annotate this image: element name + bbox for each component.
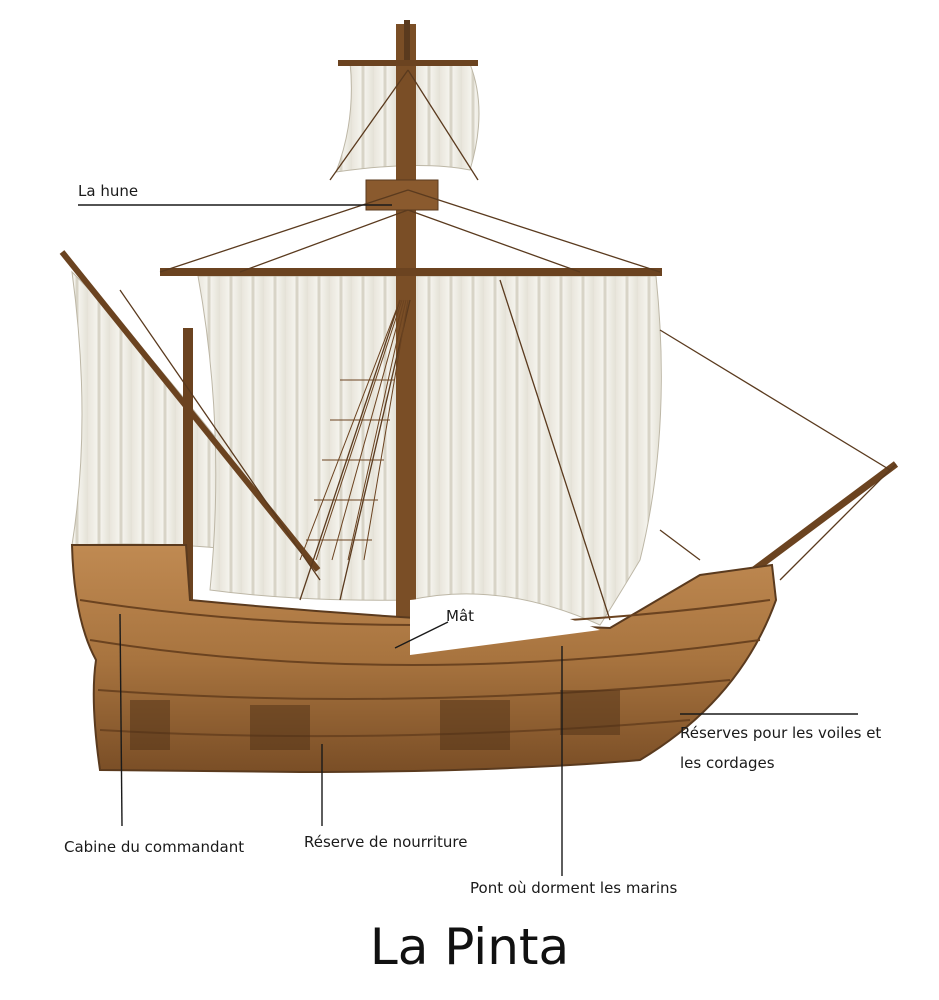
label-hune: La hune <box>78 182 139 200</box>
label-nourriture: Réserve de nourriture <box>304 833 468 851</box>
mizzen-mast <box>183 328 193 758</box>
page-title: La Pinta <box>369 918 570 976</box>
rigging <box>119 69 897 621</box>
leader-lines <box>78 204 858 876</box>
hull-interior <box>130 690 620 750</box>
label-reserves-voiles-line2: les cordages <box>680 754 775 772</box>
crows-nest <box>365 179 439 211</box>
deck-opening <box>410 598 600 655</box>
main-yard <box>160 268 662 276</box>
label-mat: Mât <box>446 607 475 625</box>
main-sail <box>197 275 662 626</box>
label-cabine: Cabine du commandant <box>64 838 245 856</box>
label-reserves-voiles-line1: Réserves pour les voiles et <box>680 724 882 742</box>
label-pont: Pont où dorment les marins <box>470 879 678 897</box>
shrouds <box>299 299 409 561</box>
